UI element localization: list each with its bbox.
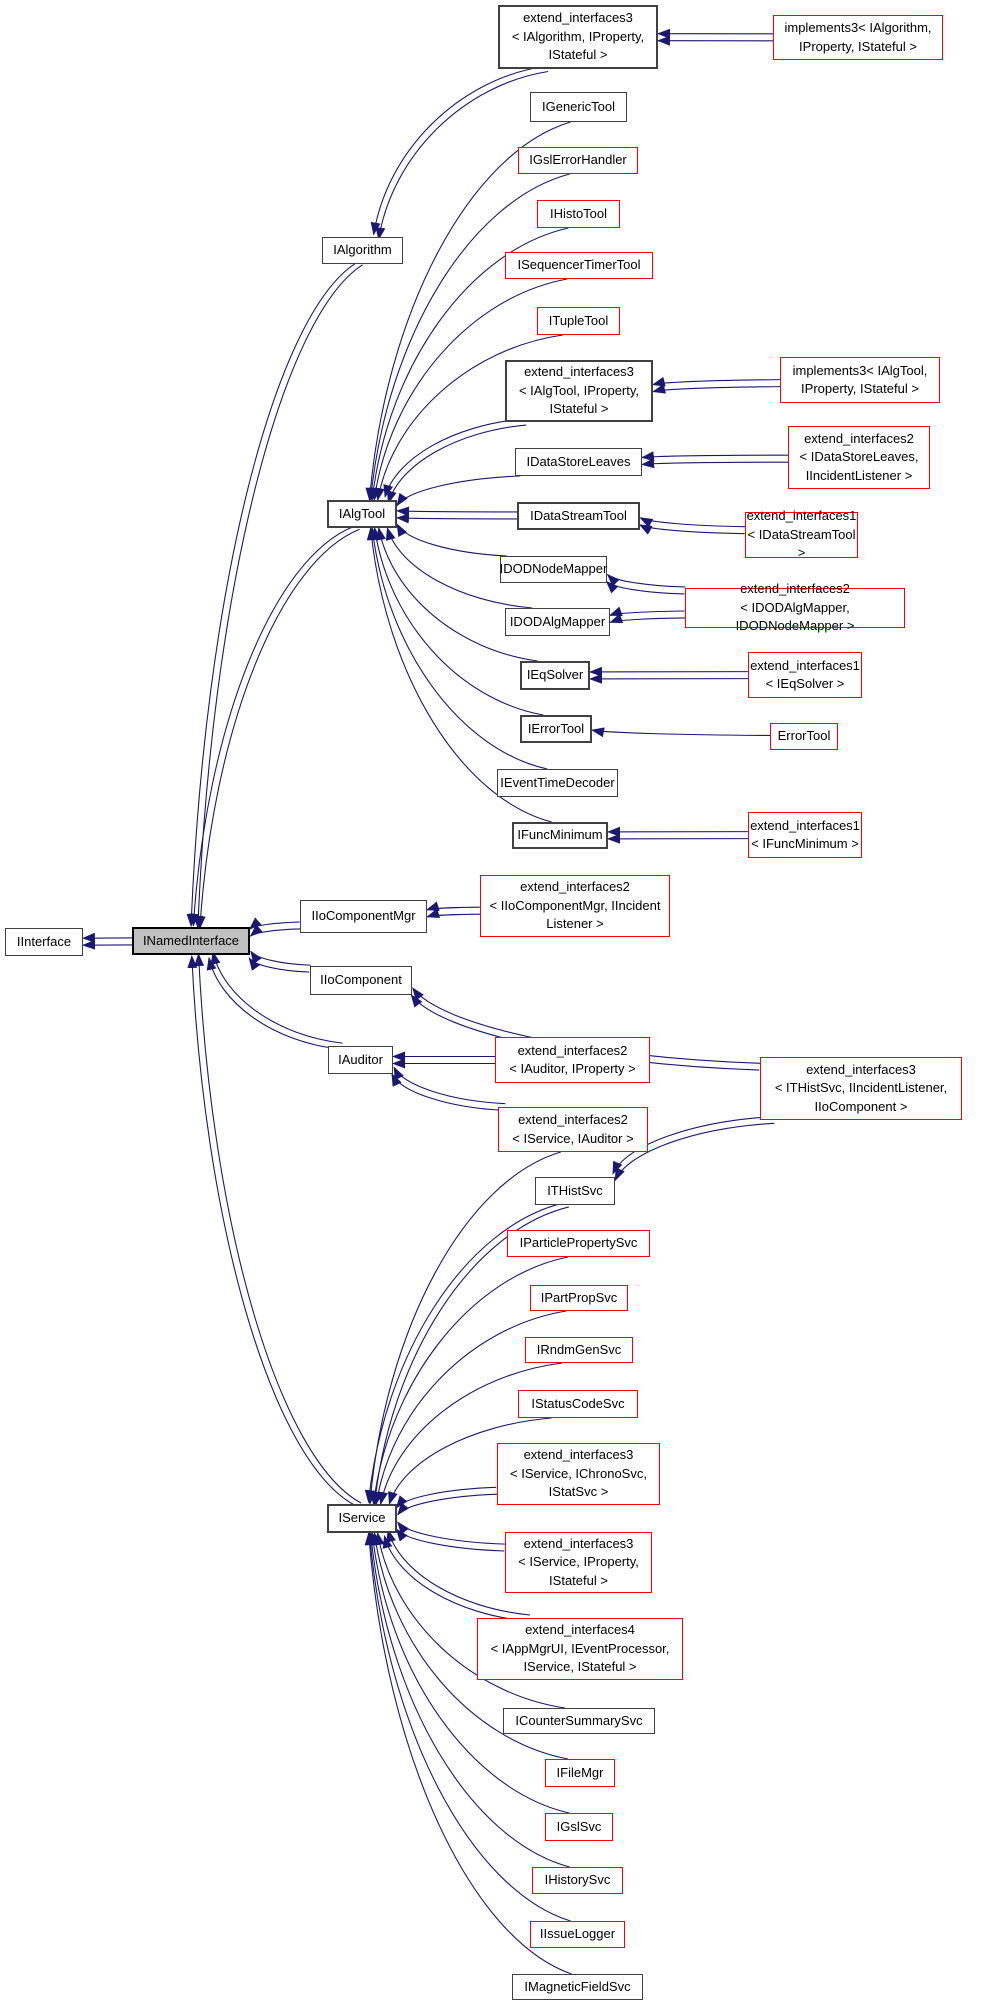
inheritance-edge-errortool-to-ierrortool (591, 727, 771, 738)
node-idodnodemapper[interactable]: IDODNodeMapper (500, 556, 607, 583)
node-ext3_algtool[interactable]: extend_interfaces3 < IAlgTool, IProperty… (505, 360, 653, 422)
inheritance-edge-iservice-to-inamedinterface (194, 953, 362, 1504)
inheritance-edge-ialgtool-to-inamedinterface (195, 528, 360, 930)
inheritance-edge-ext2_idodalgmapper-to-idodnodemapper (606, 573, 686, 588)
inheritance-edge-ieqsolver-to-ialgtool (376, 527, 538, 662)
inheritance-edge-iservice-to-inamedinterface (187, 954, 355, 1506)
node-errortool[interactable]: ErrorTool (770, 723, 838, 750)
node-ext4_iappmgrui[interactable]: extend_interfaces4 < IAppMgrUI, IEventPr… (477, 1618, 683, 1680)
inheritance-edge-iiocomponentmgr-to-inamedinterface (249, 924, 301, 937)
node-ieqsolver[interactable]: IEqSolver (520, 661, 590, 690)
node-ext2_iauditor_iproperty[interactable]: extend_interfaces2 < IAuditor, IProperty… (495, 1037, 650, 1083)
node-isequencertimertool[interactable]: ISequencerTimerTool (505, 252, 653, 279)
inheritance-edge-ext2_idatastoreleaves-to-idatastoreleaves (641, 458, 789, 469)
node-ialgtool[interactable]: IAlgTool (327, 500, 397, 528)
inheritance-edge-imagneticfieldsvc-to-iservice (364, 1532, 572, 1975)
node-iauditor[interactable]: IAuditor (328, 1046, 393, 1074)
inheritance-edge-ext3_iservice_property-to-iservice (395, 1528, 505, 1552)
inheritance-edge-ext2_idodalgmapper-to-idodnodemapper (605, 580, 685, 595)
inheritance-edge-ialgorithm-to-inamedinterface (193, 264, 363, 929)
node-ext1_ieqsolver[interactable]: extend_interfaces1 < IEqSolver > (748, 652, 862, 698)
node-ext2_iservice_iauditor[interactable]: extend_interfaces2 < IService, IAuditor … (498, 1107, 648, 1152)
inheritance-edge-iiocomponent-to-inamedinterface (248, 957, 310, 973)
inheritance-edge-idodnodemapper-to-ialgtool (396, 523, 507, 557)
node-irndmgensvc[interactable]: IRndmGenSvc (525, 1337, 633, 1363)
node-ext2_iiocomponentmgr[interactable]: extend_interfaces2 < IIoComponentMgr, II… (480, 875, 670, 937)
node-iinterface[interactable]: IInterface (5, 928, 83, 956)
node-iissuelogger[interactable]: IIssueLogger (530, 1921, 625, 1948)
node-idodalgmapper[interactable]: IDODAlgMapper (505, 608, 610, 636)
node-ihistotool[interactable]: IHistoTool (537, 200, 620, 228)
inheritance-edge-ialgorithm-to-inamedinterface (186, 262, 357, 928)
node-ext3_iservice_chrono[interactable]: extend_interfaces3 < IService, IChronoSv… (497, 1443, 660, 1505)
inheritance-edge-idatastreamtool-to-ialgtool (395, 513, 517, 524)
inheritance-edge-ext2_idodalgmapper-to-idodalgmapper (608, 606, 685, 616)
node-impl3_algtool[interactable]: implements3< IAlgTool, IProperty, IState… (780, 357, 940, 403)
node-iservice[interactable]: IService (327, 1504, 397, 1533)
inheritance-edge-ext3_iservice_property-to-iservice (397, 1521, 506, 1545)
node-ifilemgr[interactable]: IFileMgr (545, 1759, 615, 1787)
node-idatastoreleaves[interactable]: IDataStoreLeaves (515, 448, 642, 476)
inheritance-edge-ext1_idatastreamtool-to-idatastreamtool (638, 524, 745, 535)
node-icountersummarysvc[interactable]: ICounterSummarySvc (503, 1708, 655, 1734)
inheritance-edge-ext3_algtool-to-ialgtool (386, 424, 527, 505)
inheritance-edge-ext2_iiocomponentmgr-to-iiocomponentmgr (426, 908, 481, 919)
inheritance-edge-ext2_iservice_iauditor-to-iauditor (391, 1073, 504, 1111)
node-ithistsvc[interactable]: ITHistSvc (535, 1177, 615, 1205)
node-inamedinterface: INamedInterface (132, 927, 250, 955)
inheritance-edge-ext3_iservice_chrono-to-iservice (395, 1486, 497, 1509)
node-ext3_algorithm[interactable]: extend_interfaces3 < IAlgorithm, IProper… (498, 5, 658, 69)
inheritance-edge-ext2_idatastoreleaves-to-idatastoreleaves (640, 451, 788, 462)
inheritance-edge-ext3_iservice_chrono-to-iservice (397, 1493, 498, 1516)
node-igslsvc[interactable]: IGslSvc (545, 1813, 613, 1841)
node-ipartpropsvc[interactable]: IPartPropSvc (530, 1285, 628, 1311)
node-imagneticfieldsvc[interactable]: IMagneticFieldSvc (512, 1974, 643, 2000)
inheritance-edge-ext1_idatastreamtool-to-idatastreamtool (639, 517, 746, 528)
node-istatuscodesvc[interactable]: IStatusCodeSvc (518, 1390, 638, 1418)
inheritance-edge-ialgtool-to-inamedinterface (189, 526, 354, 927)
inheritance-edge-iiocomponentmgr-to-inamedinterface (248, 917, 300, 930)
node-itupletool[interactable]: ITupleTool (537, 307, 620, 335)
inheritance-edge-impl3_algtool-to-ext3_algtool (652, 383, 781, 394)
inheritance-edge-iiocomponent-to-inamedinterface (250, 950, 311, 966)
inheritance-edge-ext2_iservice_iauditor-to-iauditor (393, 1066, 506, 1105)
node-impl3_algorithm[interactable]: implements3< IAlgorithm, IProperty, ISta… (773, 15, 943, 60)
node-iiocomponentmgr[interactable]: IIoComponentMgr (300, 900, 427, 933)
inheritance-edge-impl3_algtool-to-ext3_algtool (651, 376, 780, 387)
node-ierrortool[interactable]: IErrorTool (520, 715, 592, 743)
node-ieventtimedecoder[interactable]: IEventTimeDecoder (497, 769, 618, 797)
node-ext1_ifuncminimum[interactable]: extend_interfaces1 < IFuncMinimum > (748, 812, 862, 858)
node-ifuncminimum[interactable]: IFuncMinimum (512, 822, 608, 849)
node-ext2_idatastoreleaves[interactable]: extend_interfaces2 < IDataStoreLeaves, I… (788, 426, 930, 489)
node-ext3_ithistsvc[interactable]: extend_interfaces3 < ITHistSvc, IInciden… (760, 1057, 962, 1120)
inheritance-edge-idatastreamtool-to-ialgtool (396, 506, 518, 517)
node-iiocomponent[interactable]: IIoComponent (310, 966, 412, 995)
node-idatastreamtool[interactable]: IDataStreamTool (517, 502, 640, 530)
inheritance-edge-idatastoreleaves-to-ialgtool (396, 475, 521, 507)
node-igslerrorhandler[interactable]: IGslErrorHandler (518, 147, 638, 174)
inheritance-edge-ext3_algtool-to-ialgtool (383, 418, 523, 498)
inheritance-edge-ext2_idodalgmapper-to-idodalgmapper (609, 613, 686, 623)
node-ext2_idodalgmapper[interactable]: extend_interfaces2 < IDODAlgMapper, IDOD… (685, 581, 905, 633)
node-ext3_iservice_property[interactable]: extend_interfaces3 < IService, IProperty… (505, 1532, 652, 1593)
inheritance-edge-ext2_iiocomponentmgr-to-iiocomponentmgr (425, 901, 480, 912)
node-igenerictool[interactable]: IGenericTool (530, 92, 627, 122)
node-ialgorithm[interactable]: IAlgorithm (322, 237, 403, 264)
node-iparticlepropertysvc[interactable]: IParticlePropertySvc (507, 1230, 650, 1257)
node-ext1_idatastreamtool[interactable]: extend_interfaces1 < IDataStreamTool > (745, 508, 858, 561)
node-ihistorysvc[interactable]: IHistorySvc (532, 1867, 623, 1894)
